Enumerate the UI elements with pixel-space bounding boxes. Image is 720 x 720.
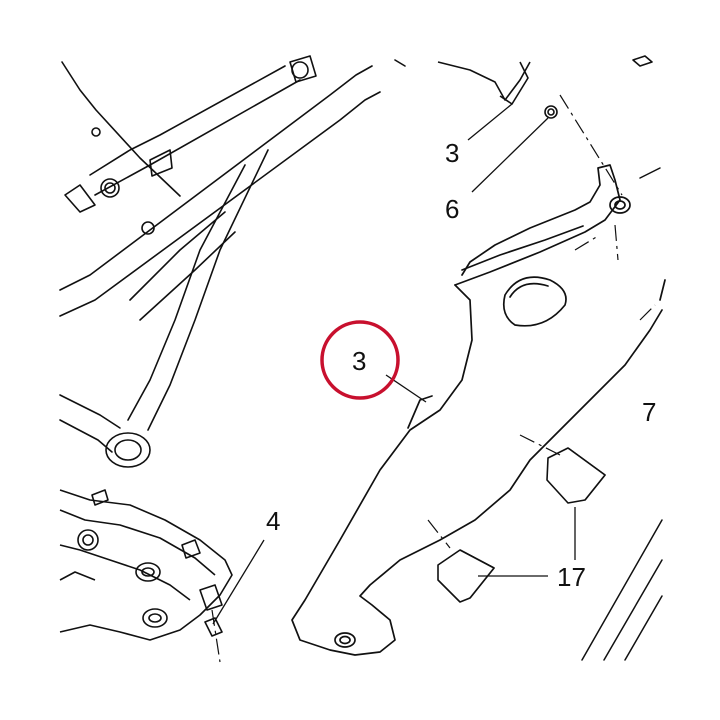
top-bracket (437, 55, 653, 119)
side-panel-part (291, 164, 666, 656)
block-part-lower (437, 549, 495, 603)
callout-right-7: 7 (642, 397, 656, 427)
leader-lines (212, 103, 576, 625)
lower-bracket (59, 489, 233, 641)
callout-upper-6: 6 (445, 194, 459, 224)
axis-lines (211, 94, 656, 663)
callout-bottom-17: 17 (557, 562, 586, 592)
frame-tubes (59, 55, 406, 468)
block-part-upper (546, 447, 606, 504)
callout-left-4: 4 (266, 506, 280, 536)
highlight-circle (320, 320, 400, 400)
callout-upper-3: 3 (445, 138, 459, 168)
right-edge-lines (581, 167, 663, 661)
callout-highlighted: 3 (352, 346, 366, 376)
